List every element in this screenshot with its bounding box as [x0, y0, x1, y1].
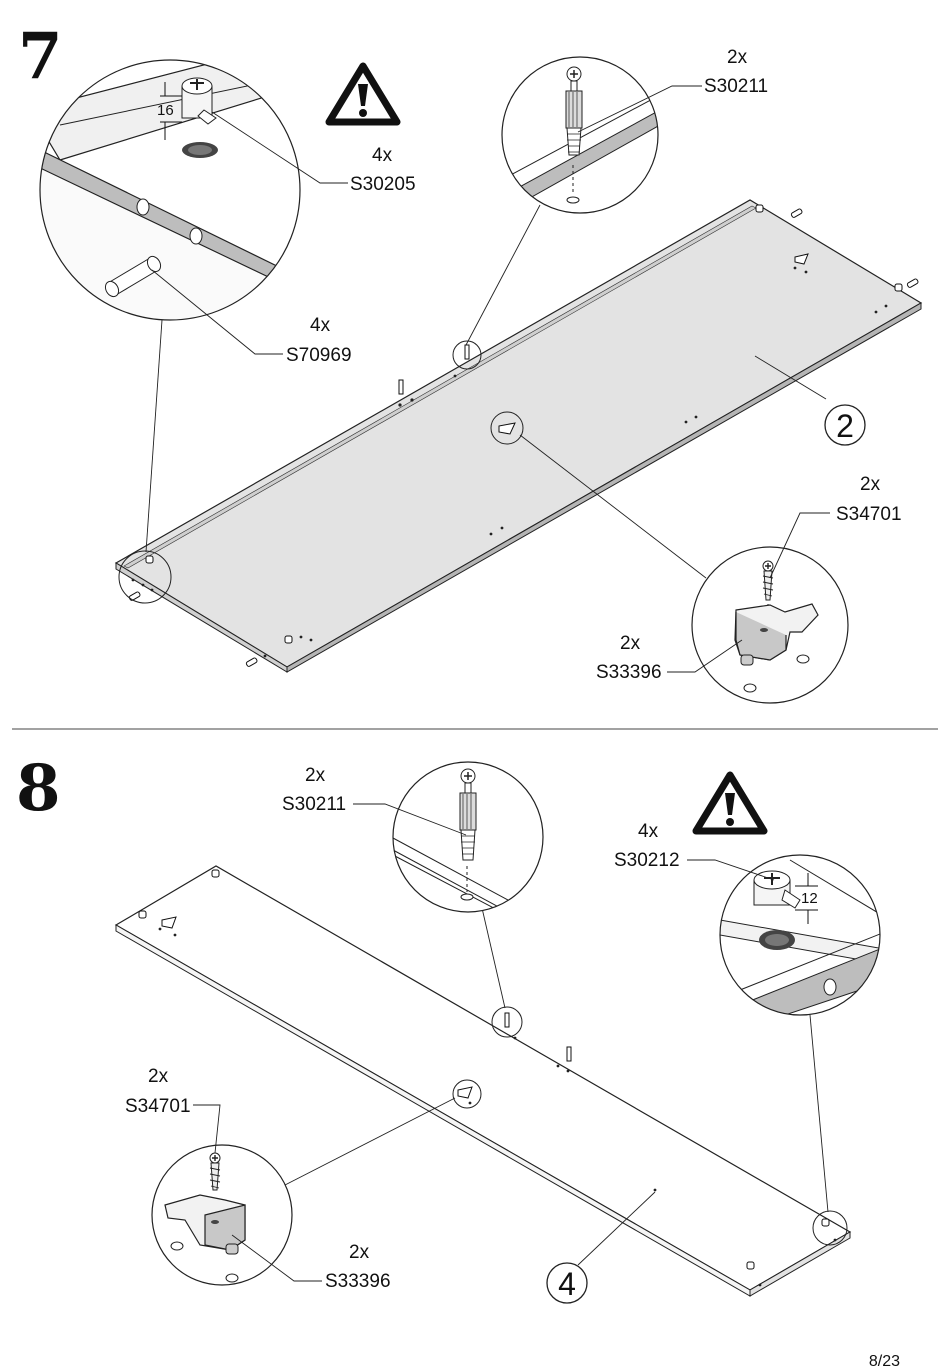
screw-qty-8: 2x — [148, 1066, 169, 1087]
detail-bolt — [393, 762, 543, 912]
dowel-qty-7: 4x — [310, 315, 331, 336]
bracket-code-8: S33396 — [325, 1271, 391, 1292]
bracket-code-7: S33396 — [596, 662, 662, 683]
dowel-code-7: S70969 — [286, 345, 352, 366]
part-number-badge-2 — [824, 404, 866, 446]
part-number-badge-4 — [546, 1262, 588, 1304]
warning-icon — [325, 62, 401, 126]
bracket-qty-7: 2x — [620, 633, 641, 654]
detail-bolt — [502, 57, 658, 213]
panel-4 — [114, 865, 852, 1297]
screw-code-8: S34701 — [125, 1096, 191, 1117]
bolt-code-7: S30211 — [704, 76, 768, 97]
cam-qty-8: 4x — [638, 821, 659, 842]
cam-dimension-7: 16 — [157, 102, 174, 119]
screw-qty-7: 2x — [860, 474, 881, 495]
warning-icon — [692, 771, 768, 835]
bolt-qty-7: 2x — [727, 47, 748, 68]
screw-code-7: S34701 — [836, 504, 902, 525]
cam-code-7: S30205 — [350, 174, 416, 195]
bolt-code-8: S30211 — [282, 794, 346, 815]
cam-code-8: S30212 — [614, 850, 680, 871]
step-8-number: 8 — [16, 751, 61, 826]
detail-bracket — [692, 547, 848, 703]
bracket-qty-8: 2x — [349, 1242, 370, 1263]
cam-dimension-8: 12 — [801, 890, 818, 907]
cam-qty-7: 4x — [372, 145, 393, 166]
part-number-4: 4 — [558, 1266, 576, 1302]
page-number: 8/23 — [869, 1353, 900, 1370]
step-7-number: 7 — [18, 19, 63, 94]
detail-cam-dowel — [40, 60, 300, 320]
detail-cam — [720, 855, 880, 1015]
part-number-2: 2 — [836, 408, 854, 444]
panel-2 — [114, 199, 923, 673]
bolt-qty-8: 2x — [305, 765, 326, 786]
